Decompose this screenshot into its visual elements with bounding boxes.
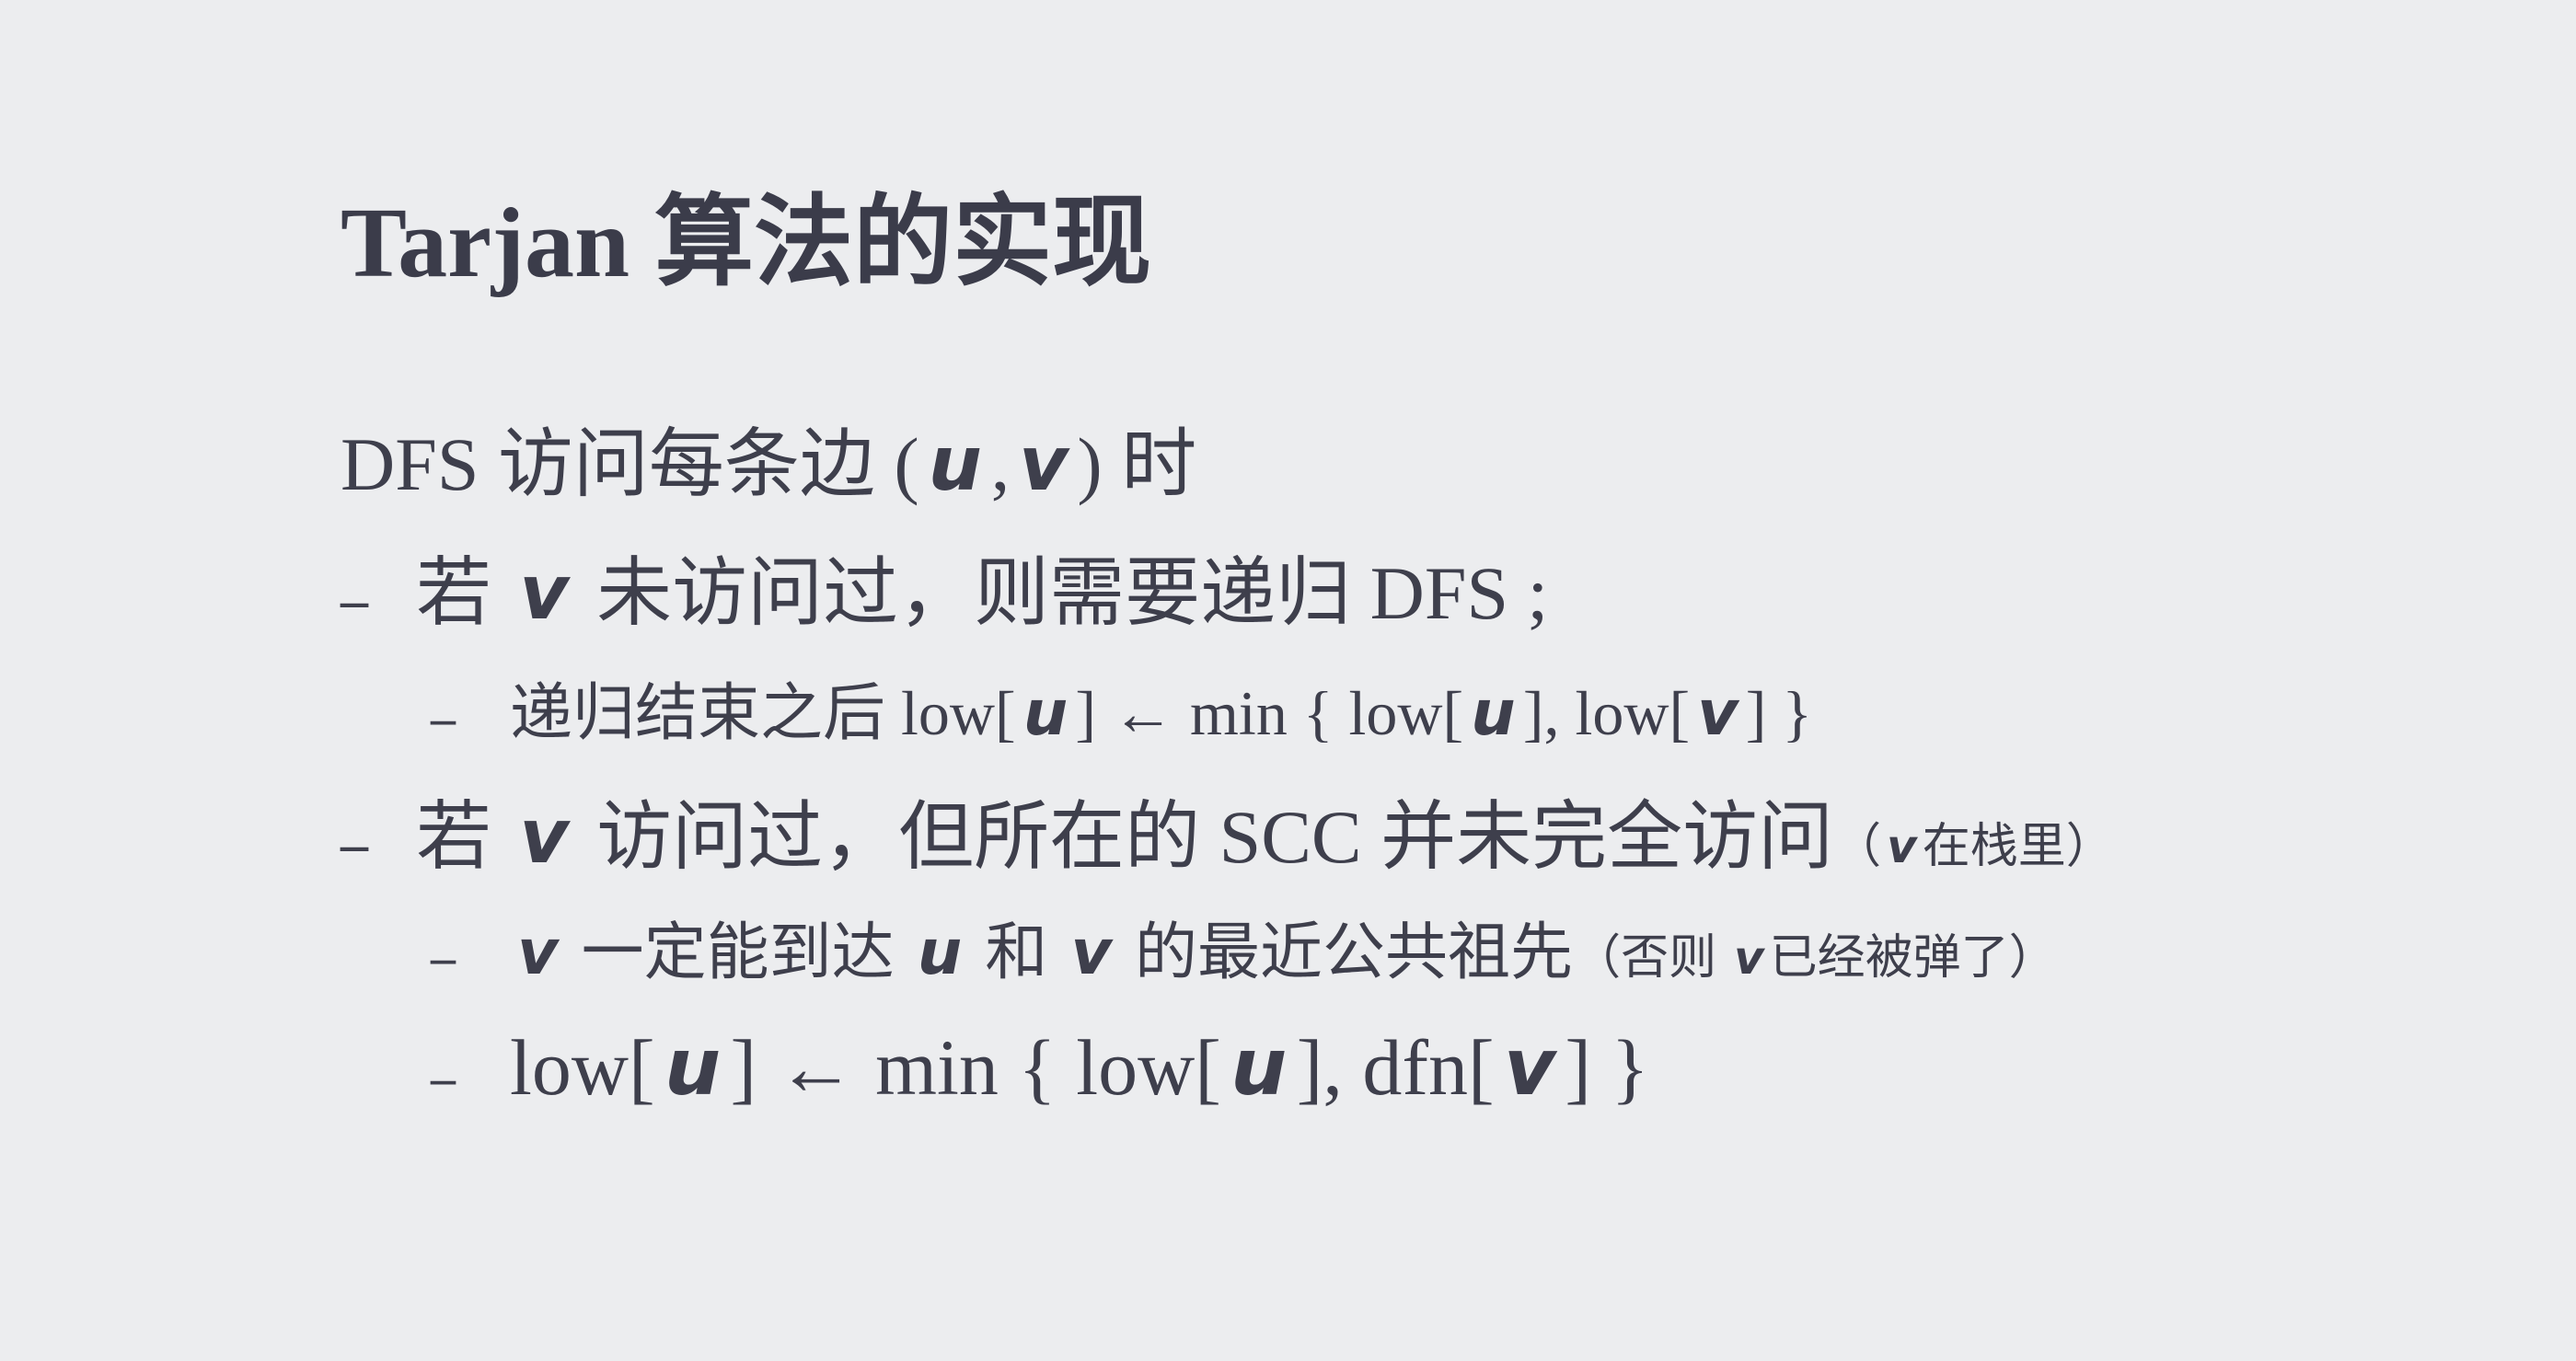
var-v: v [1697,677,1739,750]
text: 已经被弹了） [1769,932,2057,985]
bullet-dash: – [341,570,368,630]
text: DFS 访问每条边 ( [341,422,919,506]
bullet-dash: – [431,690,456,745]
var-u: u [917,917,963,989]
var-v: v [519,793,569,881]
text: （ [1833,821,1882,873]
var-v: v [1734,931,1764,985]
var-v: v [1887,820,1917,873]
line-dfs-visit-edge: DFS 访问每条边 (u,v) 时 [341,414,1196,515]
sub-bullet-after-recursion: –递归结束之后 low[u] ← min { low[u], low[v] } [431,667,1812,764]
text: ], low[ [1522,678,1691,748]
var-u: u [928,421,982,508]
text: ] ← min { low[ [730,1023,1221,1112]
text: 若 [416,551,511,635]
text: 未访问过，则需要递归 DFS ; [577,551,1549,635]
var-v: v [517,917,559,989]
text: 在栈里） [1922,821,2114,873]
var-u: u [1230,1021,1288,1113]
text: 一定能到达 [565,917,910,987]
text: （否则 [1573,932,1729,985]
bullet-dash: – [431,929,456,985]
bullet-dash: – [341,813,368,874]
text: 递归结束之后 low[ [510,678,1016,748]
text: ] } [1745,678,1813,748]
var-v: v [1070,917,1112,989]
text: ] } [1565,1023,1649,1112]
sub-bullet-low-update-dfn: –low[u] ← min { low[u], dfn[v] } [431,1017,1649,1128]
text: 的最近公共祖先 [1119,917,1574,987]
text: 和 [969,917,1064,987]
bullet-dash: – [431,1050,456,1105]
var-u: u [1471,677,1516,750]
text: , [990,422,1011,506]
var-v: v [1019,421,1069,508]
text: 若 [416,795,511,879]
text: ) 时 [1077,422,1197,506]
bullet-v-unvisited: –若 v 未访问过，则需要递归 DFS ; [341,543,1548,651]
text: 访问过，但所在的 SCC 并未完全访问 [577,795,1834,879]
text: ], dfn[ [1296,1023,1495,1112]
var-u: u [1022,677,1069,750]
text: ] ← min { low[ [1075,678,1464,748]
var-u: u [664,1021,722,1113]
var-v: v [519,549,569,637]
text: low[ [510,1023,655,1112]
slide-title: Tarjan 算法的实现 [341,189,1152,298]
var-v: v [1503,1021,1555,1113]
